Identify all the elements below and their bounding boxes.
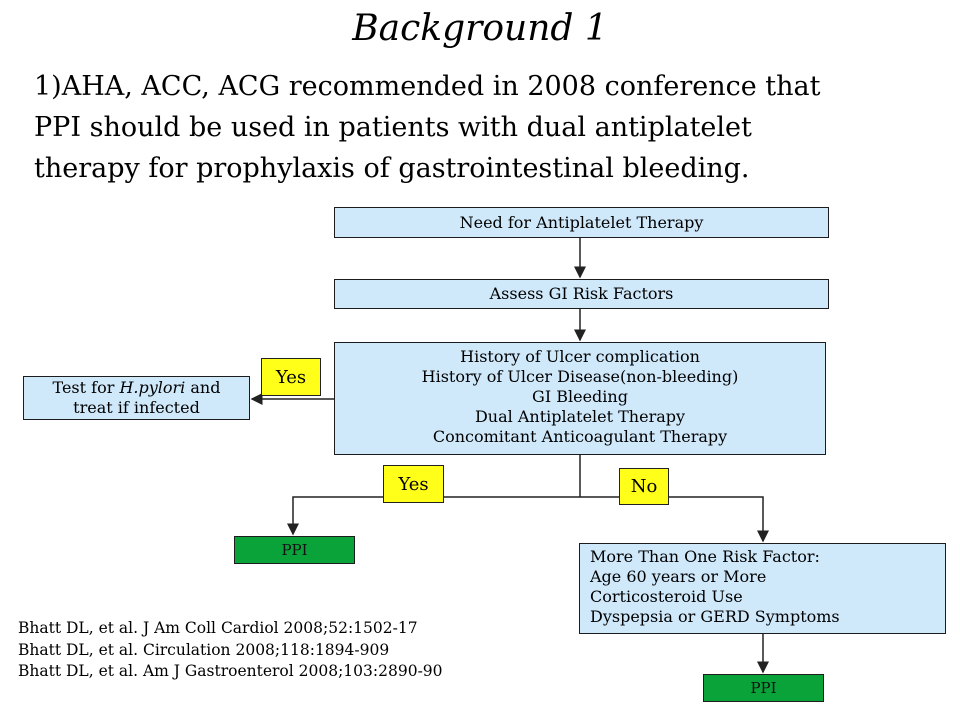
test-hpylori-box: Test for H.pylori and treat if infected <box>23 376 250 420</box>
arrow-to-ppi-left <box>287 496 580 536</box>
test-hpylori-line2: treat if infected <box>73 398 200 417</box>
slide-title: Background 1 <box>352 8 608 49</box>
history-item: GI Bleeding <box>532 387 628 406</box>
history-item: History of Ulcer Disease(non-bleeding) <box>421 367 739 386</box>
reference-line: Bhatt DL, et al. Am J Gastroenterol 2008… <box>18 662 443 680</box>
more-risk-item: Age 60 years or More <box>590 567 767 586</box>
intro-line: 1)AHA, ACC, ACG recommended in 2008 conf… <box>34 71 821 102</box>
ppi-box-left: PPI <box>234 536 355 564</box>
reference-line: Bhatt DL, et al. J Am Coll Cardiol 2008;… <box>18 619 418 637</box>
history-item: Concomitant Anticoagulant Therapy <box>432 427 728 446</box>
arrow-to-more <box>580 496 769 543</box>
test-hpylori-line1: Test for H.pylori and <box>52 378 221 397</box>
yes-tag-left: Yes <box>261 358 321 396</box>
yes-tag-down: Yes <box>383 465 444 503</box>
references: Bhatt DL, et al. J Am Coll Cardiol 2008;… <box>18 618 443 683</box>
history-item: History of Ulcer complication <box>460 347 700 366</box>
ppi-box-bottom: PPI <box>703 674 824 702</box>
intro-line: PPI should be used in patients with dual… <box>34 112 752 143</box>
more-risk-item: Dyspepsia or GERD Symptoms <box>590 607 840 626</box>
assess-risk-label: Assess GI Risk Factors <box>489 284 674 303</box>
history-box: History of Ulcer complication History of… <box>334 342 826 455</box>
no-tag: No <box>619 468 669 505</box>
more-risk-item: More Than One Risk Factor: <box>590 547 820 566</box>
history-item: Dual Antiplatelet Therapy <box>474 407 686 426</box>
assess-risk-box: Assess GI Risk Factors <box>334 279 829 309</box>
intro-text: 1)AHA, ACC, ACG recommended in 2008 conf… <box>34 66 934 189</box>
more-risk-box: More Than One Risk Factor: Age 60 years … <box>579 543 946 634</box>
intro-line: therapy for prophylaxis of gastrointesti… <box>34 153 750 184</box>
reference-line: Bhatt DL, et al. Circulation 2008;118:18… <box>18 640 390 659</box>
need-antiplatelet-box: Need for Antiplatelet Therapy <box>334 207 829 238</box>
need-antiplatelet-label: Need for Antiplatelet Therapy <box>459 213 704 232</box>
more-risk-item: Corticosteroid Use <box>590 587 743 606</box>
